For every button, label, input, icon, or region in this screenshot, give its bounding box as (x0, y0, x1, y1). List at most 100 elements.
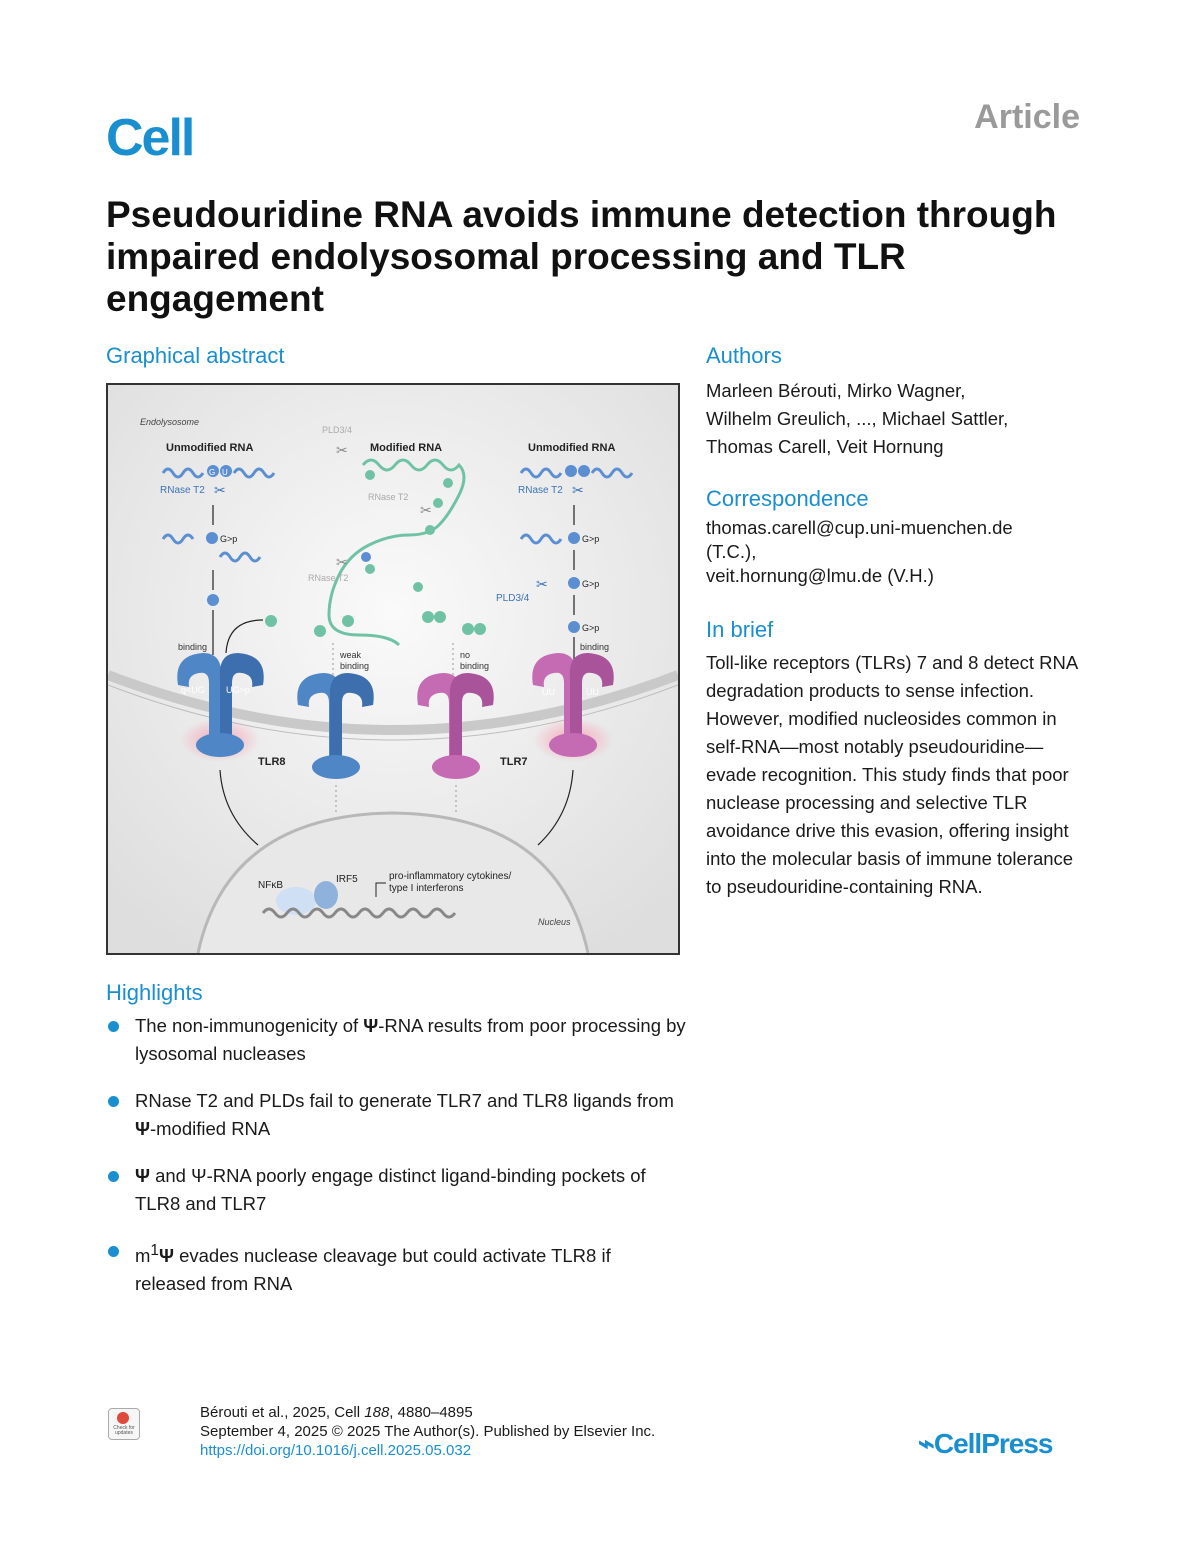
cytokines-label-2: type I interferons (389, 883, 463, 894)
left-u-label: U (222, 468, 228, 477)
highlight-text-post: -RNA results from poor processing by lys… (135, 1015, 686, 1064)
rnase-mid-label: RNase T2 (368, 492, 408, 502)
mod-psi-node-2 (443, 478, 453, 488)
highlight-text-pre: RNase T2 and PLDs fail to generate TLR7 … (135, 1090, 674, 1111)
mod-psi-node-1 (365, 470, 375, 480)
tlr8-weak-receptor (297, 673, 374, 779)
irf5-shape (314, 881, 338, 909)
rnase-left-label: RNase T2 (160, 485, 205, 496)
left-g-label: G (209, 468, 215, 477)
mod-psi-node-3 (425, 525, 435, 535)
scissors-left-icon: ✂ (214, 482, 226, 498)
nfkb-shape (276, 887, 316, 915)
rnase-mid2-label: RNase T2 (308, 573, 348, 583)
left-gp-node (206, 532, 218, 544)
psi-free-node-5 (434, 611, 446, 623)
authors-line-1: Marleen Bérouti, Mirko Wagner, (706, 380, 966, 401)
highlight-text-pre: m (135, 1245, 151, 1267)
bullet-icon (108, 1021, 119, 1032)
correspondence-block: thomas.carell@cup.uni-muenchen.de (T.C.)… (706, 516, 1106, 588)
nucleus-shape (196, 811, 590, 953)
unmodified-rna-left-label: Unmodified RNA (166, 442, 253, 454)
highlights-heading: Highlights (106, 980, 203, 1005)
left-g-node (207, 465, 219, 477)
ug-p-label: UG>p (226, 685, 250, 695)
membrane-inner-line (108, 684, 678, 741)
left-rna-frag-a (161, 533, 195, 545)
correspondence-email-1[interactable]: thomas.carell@cup.uni-muenchen.de (706, 517, 1013, 538)
mod-psi-node-4 (365, 564, 375, 574)
dna-helix (261, 907, 457, 919)
citation-line: Bérouti et al., 2025, Cell 188, 4880–489… (200, 1403, 800, 1422)
right-rna-strand-b (590, 467, 634, 479)
article-title: Pseudouridine RNA avoids immune detectio… (106, 194, 1057, 319)
right-gp-label-1: G>p (582, 534, 599, 544)
tlr8-active-receptor (177, 653, 264, 757)
q-ug-label: q<UG (181, 685, 205, 695)
mod-g-node (433, 498, 443, 508)
right-gp-node-2 (568, 577, 580, 589)
citation-pages: , 4880–4895 (389, 1404, 473, 1421)
journal-logo: Cell (106, 109, 195, 167)
mod-g-node-2 (361, 552, 371, 562)
graphical-abstract-heading: Graphical abstract (106, 343, 285, 368)
mod-psi-node-5 (413, 582, 423, 592)
highlight-item: m1Ψ evades nuclease cleavage but could a… (106, 1237, 686, 1298)
cellpress-icon: ⌁ (918, 1428, 935, 1459)
endolysosome-label: Endolysosome (140, 417, 199, 427)
left-rna-strand-a (161, 467, 205, 479)
highlight-item: RNase T2 and PLDs fail to generate TLR7 … (106, 1087, 686, 1143)
left-gp-label: G>p (220, 534, 237, 544)
weak-binding-label-2: binding (340, 661, 369, 671)
rnase-right-label: RNase T2 (518, 485, 563, 496)
right-gp-label-2: G>p (582, 579, 599, 589)
check-updates-icon (117, 1412, 129, 1424)
modified-rna-strand (327, 458, 466, 647)
psi-free-node-1 (265, 615, 277, 627)
left-u-node (220, 465, 232, 477)
psi-symbol: Ψ (135, 1118, 150, 1139)
weak-binding-label-1: weak (339, 650, 362, 660)
left-rna-frag-b (218, 551, 262, 563)
psi-free-node-7 (474, 623, 486, 635)
scissors-mid-icon: ✂ (420, 502, 432, 518)
right-rna-strand-a (519, 467, 563, 479)
psi-symbol: Ψ (363, 1015, 379, 1036)
tlr7-unbound-receptor (417, 673, 494, 779)
superscript: 1 (150, 1242, 159, 1259)
highlight-text-post: evades nuclease cleavage but could activ… (135, 1245, 611, 1295)
tlr8-signal-arrow (219, 769, 259, 846)
no-binding-label-2: binding (460, 661, 489, 671)
article-type-label: Article (974, 98, 1080, 136)
highlight-item: Ψ and Ψ-RNA poorly engage distinct ligan… (106, 1162, 686, 1218)
graphical-abstract-svg: Endolysosome Unmodified RNA Modified RNA… (108, 385, 678, 953)
authors-list: Marleen Bérouti, Mirko Wagner, Wilhelm G… (706, 377, 1096, 461)
check-updates-text: Check for updates (113, 1425, 135, 1436)
right-g-node (565, 465, 577, 477)
citation-block: Bérouti et al., 2025, Cell 188, 4880–489… (200, 1403, 800, 1460)
authors-line-2: Wilhelm Greulich, ..., Michael Sattler, (706, 408, 1009, 429)
scissors-right-icon: ✂ (572, 482, 584, 498)
publication-date-line: September 4, 2025 © 2025 The Author(s). … (200, 1423, 656, 1440)
pld-top-label: PLD3/4 (322, 425, 352, 435)
uu-right-label: UU (586, 687, 599, 697)
highlight-item: The non-immunogenicity of Ψ-RNA results … (106, 1012, 686, 1068)
highlight-text-pre: The non-immunogenicity of (135, 1015, 364, 1036)
tlr8-label: TLR8 (258, 756, 286, 768)
check-for-updates-badge[interactable]: Check for updates (108, 1408, 140, 1440)
psi-symbol: Ψ (159, 1245, 174, 1267)
authors-line-3: Thomas Carell, Veit Hornung (706, 436, 944, 457)
irf5-label: IRF5 (336, 874, 358, 885)
nucleus-label: Nucleus (538, 917, 571, 927)
bullet-icon (108, 1246, 119, 1257)
authors-heading: Authors (706, 343, 782, 368)
correspondence-email-2[interactable]: veit.hornung@lmu.de (V.H.) (706, 565, 934, 586)
correspondence-heading: Correspondence (706, 486, 869, 511)
citation-volume: 188 (364, 1404, 390, 1421)
no-binding-label-1: no (460, 650, 470, 660)
psi-free-node-4 (422, 611, 434, 623)
highlights-list: The non-immunogenicity of Ψ-RNA results … (106, 1012, 686, 1317)
doi-link[interactable]: https://doi.org/10.1016/j.cell.2025.05.0… (200, 1442, 472, 1459)
transcription-arrow (375, 882, 386, 897)
tlr7-active-receptor (532, 653, 614, 757)
